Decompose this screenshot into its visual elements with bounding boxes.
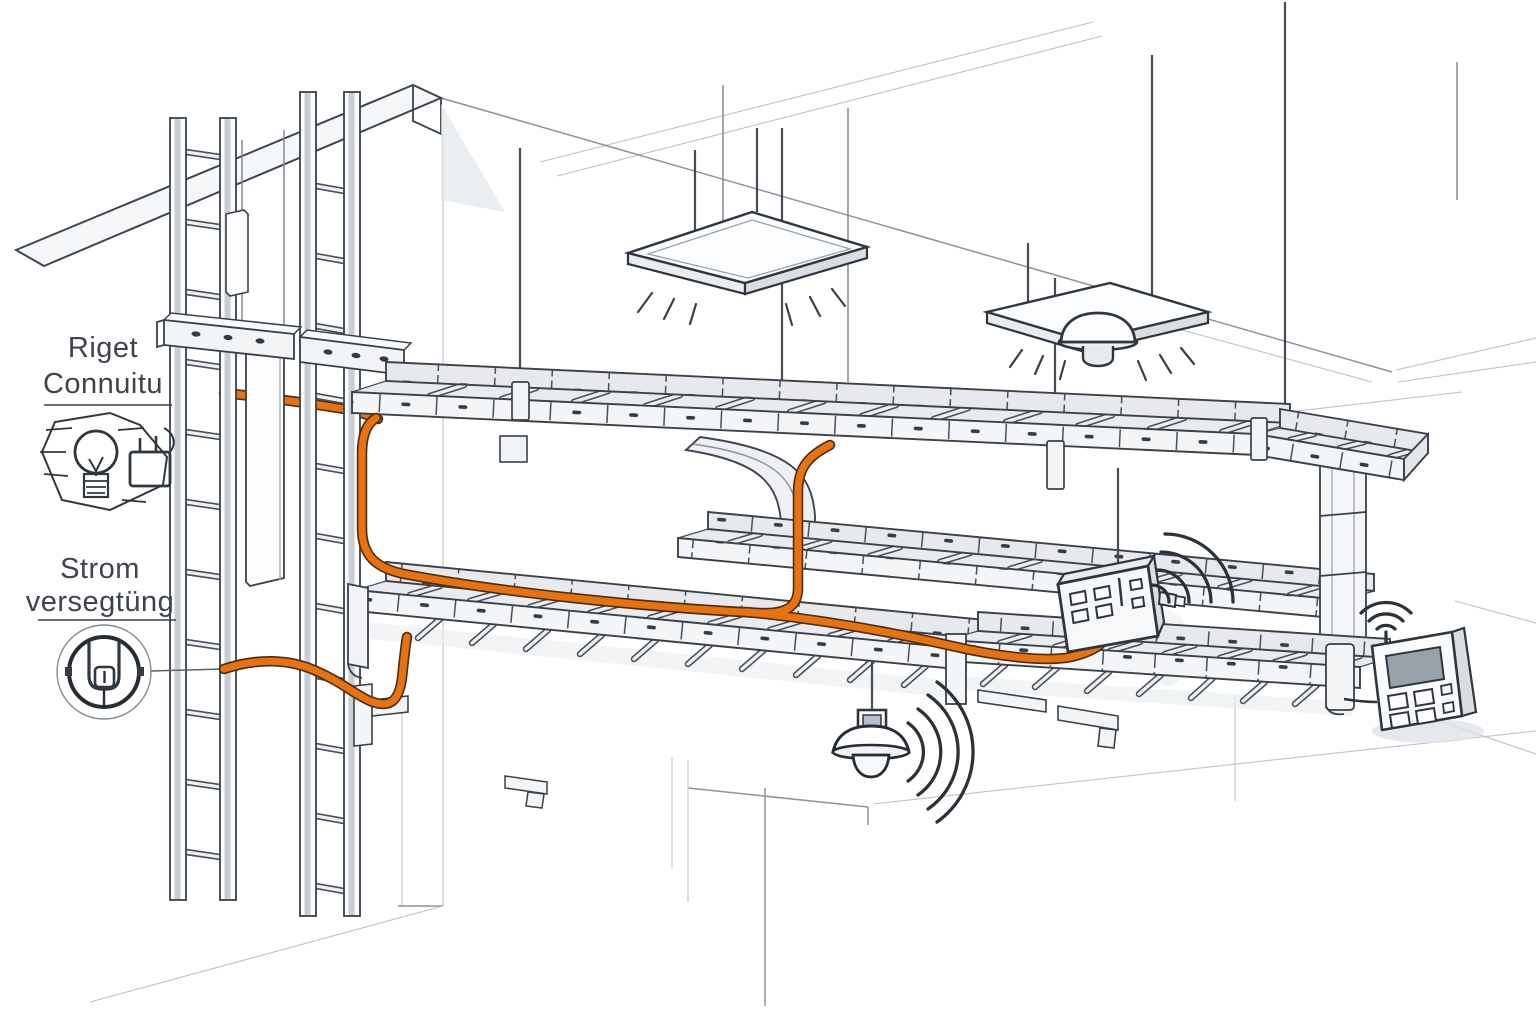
outlet-leader-line — [149, 668, 225, 672]
power-label-line2: versegtüng — [26, 586, 175, 618]
lamp-bulb — [851, 753, 891, 779]
conduit-label-line2: Connuitu — [43, 368, 163, 400]
ceiling-panel-light-1 — [623, 210, 872, 327]
power-outlet-icon — [56, 624, 152, 720]
rod-clamps — [511, 381, 1268, 490]
conduit-cover-plank — [225, 209, 285, 587]
conduit-label: Riget Connuitu — [43, 332, 172, 406]
conduit-label-line1: Riget — [68, 332, 138, 364]
motion-sensor-dome-icon — [1057, 311, 1139, 368]
l-bracket — [1057, 705, 1119, 749]
wireless-waves-icon — [906, 680, 975, 824]
strut-bracket-1 — [156, 312, 303, 361]
power-label-line1: Strom — [60, 553, 140, 585]
panel-small-buttons — [1440, 682, 1455, 715]
junction-box-sockets — [1068, 577, 1146, 625]
tray-end-bracket — [1325, 643, 1355, 711]
wireless-waves-icon — [1150, 532, 1235, 604]
orange-cable — [149, 412, 1109, 710]
cable-tray-upper — [351, 361, 1429, 483]
ceiling-panel-light-2 — [982, 281, 1213, 382]
wifi-signal-icon — [1359, 600, 1413, 648]
perspective-lines — [89, 21, 1536, 1006]
power-label: Strom versegtüng — [26, 553, 176, 621]
vertical-duct — [1319, 451, 1367, 651]
lightbulb-plug-icon — [40, 411, 175, 512]
junction-box — [1055, 468, 1235, 654]
panel-buttons — [1386, 687, 1438, 730]
panel-cable — [1343, 697, 1378, 704]
wall-control-panel — [1325, 600, 1484, 743]
tray-clip — [499, 435, 528, 463]
pendant-lamp — [831, 662, 975, 824]
panel-screen — [1384, 645, 1446, 690]
